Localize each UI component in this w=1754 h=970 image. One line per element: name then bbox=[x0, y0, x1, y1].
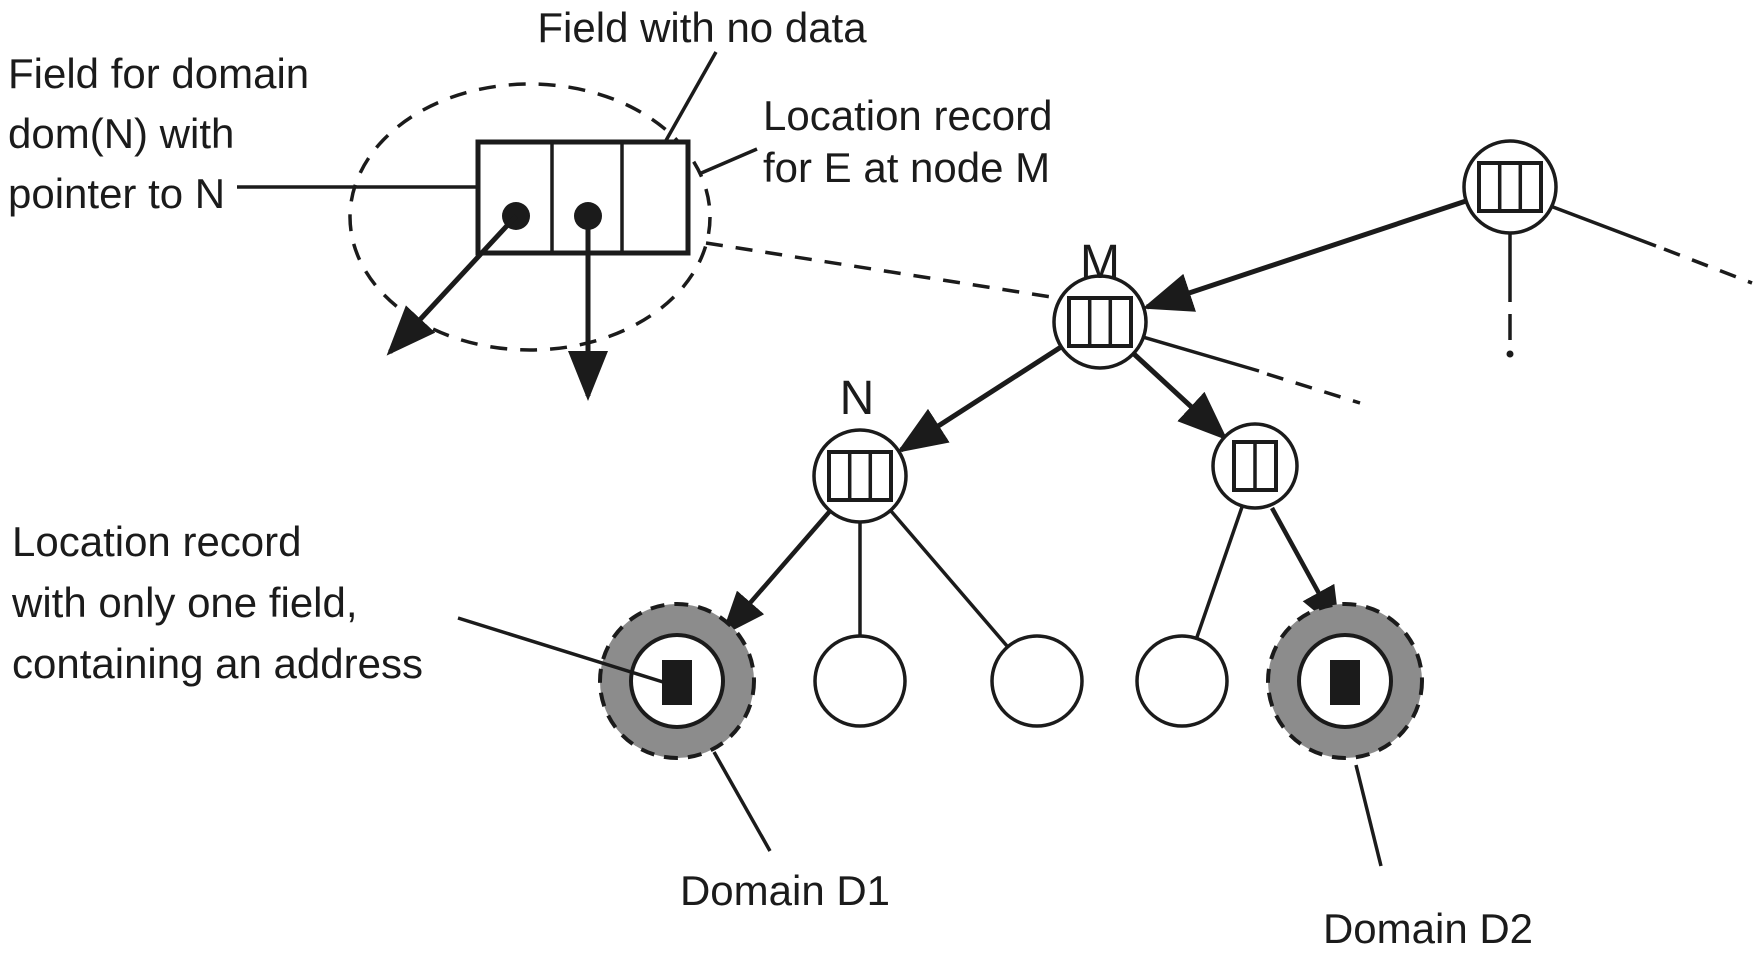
domain-d1-address-field bbox=[662, 660, 692, 705]
location-record-one-field-label: Location record with only one field, con… bbox=[11, 518, 423, 687]
domain-d2-label: Domain D2 bbox=[1323, 905, 1533, 952]
node-right-subdir bbox=[1211, 422, 1299, 510]
domain-d2-node bbox=[1266, 602, 1424, 760]
leader-location-record-m bbox=[698, 147, 758, 176]
location-record-one-field-line1: Location record bbox=[12, 518, 302, 565]
leader-one-field-record bbox=[457, 616, 664, 684]
leader-domain-d1 bbox=[712, 751, 772, 852]
root-right-branch-dashed bbox=[1663, 247, 1753, 285]
k-to-left-leaf-link bbox=[1195, 506, 1244, 638]
location-record-one-field-line2: with only one field, bbox=[11, 579, 358, 626]
location-record-box bbox=[475, 139, 691, 256]
node-n-label: N bbox=[840, 372, 875, 425]
location-record-dashed-ellipse bbox=[348, 82, 712, 352]
root-record-icon bbox=[1477, 161, 1543, 213]
m-right-branch-dashed bbox=[1266, 372, 1361, 405]
arrow-m-to-right-child bbox=[1132, 352, 1228, 441]
pointer-arrow-left bbox=[386, 214, 518, 356]
location-record-m-line2: for E at node M bbox=[763, 144, 1050, 191]
root-down-branch-dot bbox=[1506, 350, 1514, 358]
field-for-domain-line2: dom(N) with bbox=[8, 110, 234, 157]
root-node bbox=[1462, 139, 1558, 235]
field-with-no-data-label: Field with no data bbox=[537, 4, 867, 51]
field-for-domain-line3: pointer to N bbox=[8, 170, 225, 217]
arrow-m-to-n bbox=[896, 344, 1063, 453]
arrow-root-to-m bbox=[1142, 198, 1467, 312]
root-right-branch bbox=[1552, 205, 1657, 248]
leaf-node bbox=[813, 634, 907, 728]
arrow-n-to-domain-d1 bbox=[721, 509, 832, 637]
domain-d2-address-field bbox=[1330, 660, 1360, 705]
n-to-right-leaf-link bbox=[889, 509, 1009, 648]
node-n bbox=[812, 428, 908, 524]
location-record-one-field-line3: containing an address bbox=[12, 640, 423, 687]
location-record-m-label: Location record for E at node M bbox=[763, 92, 1053, 191]
m-right-branch bbox=[1142, 335, 1260, 373]
leader-domain-d2 bbox=[1354, 764, 1383, 867]
node-n-record-icon bbox=[827, 450, 893, 502]
node-m-record-icon bbox=[1067, 296, 1133, 348]
node-m bbox=[1052, 274, 1148, 370]
field-for-domain-line1: Field for domain bbox=[8, 50, 309, 97]
location-record-m-line1: Location record bbox=[763, 92, 1053, 139]
domain-d1-label: Domain D1 bbox=[680, 867, 890, 914]
domain-d1-node bbox=[598, 602, 756, 760]
leaf-node bbox=[990, 634, 1084, 728]
node-m-label: M bbox=[1080, 236, 1120, 289]
leaf-node bbox=[1135, 634, 1229, 728]
field-for-domain-label: Field for domain dom(N) with pointer to … bbox=[8, 50, 309, 217]
leader-field-no-data bbox=[662, 51, 718, 145]
